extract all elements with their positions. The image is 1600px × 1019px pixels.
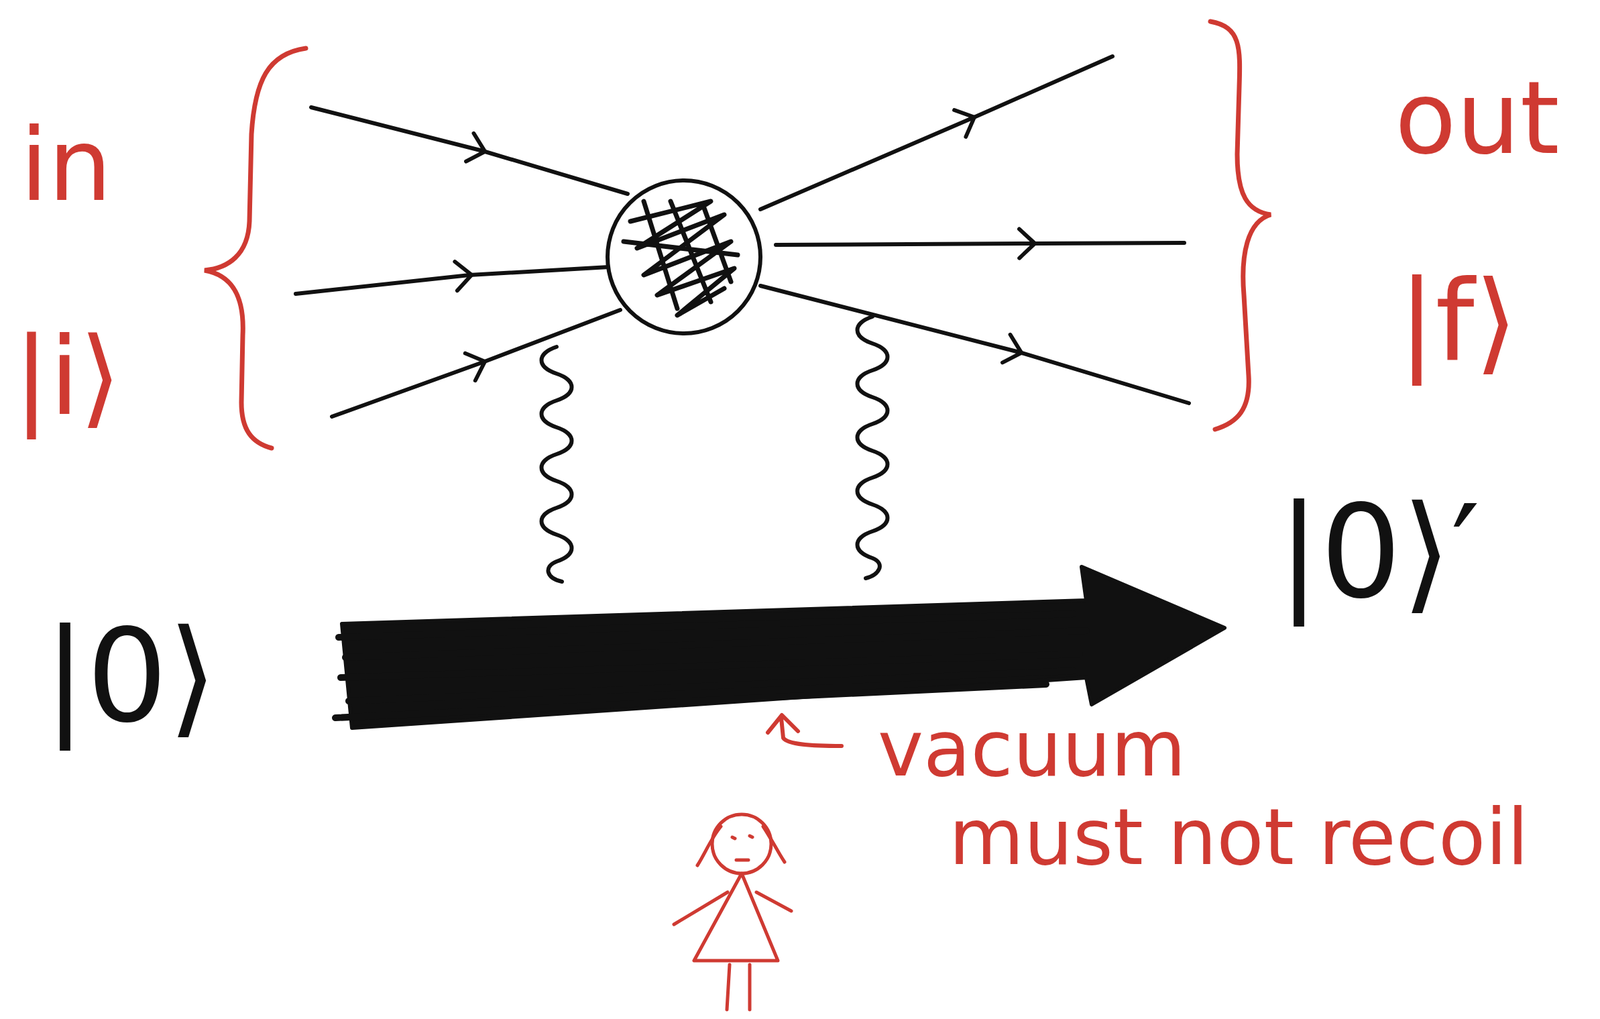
outgoing-line bbox=[760, 285, 1189, 404]
vacuum-arrow bbox=[341, 566, 1225, 728]
blob-scribble bbox=[623, 201, 738, 316]
initial-state-ket: |i⟩ bbox=[13, 315, 122, 439]
wavy-line bbox=[857, 316, 888, 579]
final-state-ket: |f⟩ bbox=[1398, 258, 1518, 386]
vacuum-ket-primed: |0⟩′ bbox=[1277, 479, 1480, 627]
incoming-line bbox=[311, 107, 628, 194]
interaction-blob bbox=[607, 180, 761, 334]
out-label: out bbox=[1394, 60, 1560, 177]
incoming-line bbox=[295, 266, 609, 294]
vacuum-arrow-scribble bbox=[335, 613, 1087, 718]
outgoing-line bbox=[760, 56, 1113, 210]
pointer-arrow bbox=[767, 714, 842, 746]
vacuum-note: vacuum must not recoil bbox=[877, 704, 1590, 882]
incoming-line bbox=[331, 309, 621, 417]
out-brace bbox=[1210, 21, 1271, 430]
in-brace bbox=[204, 48, 306, 448]
wavy-line bbox=[541, 346, 573, 582]
wrap-spacer bbox=[1267, 704, 1590, 782]
in-label: in bbox=[20, 107, 112, 224]
stick-figure bbox=[673, 814, 792, 1010]
vacuum-ket: |0⟩ bbox=[43, 603, 218, 751]
outgoing-line bbox=[775, 242, 1185, 245]
